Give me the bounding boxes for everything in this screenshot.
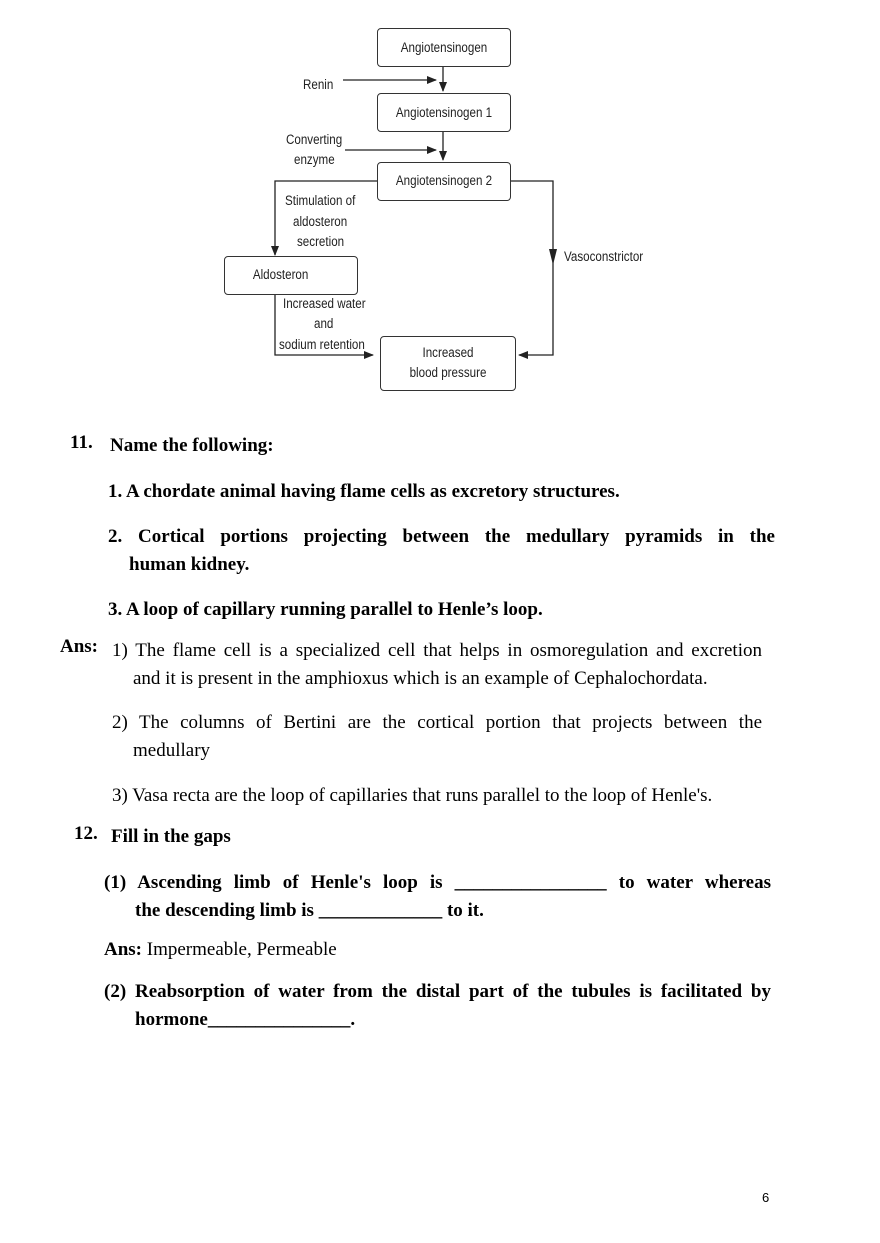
question-11-answer-1-cont: and it is present in the amphioxus which… xyxy=(133,668,708,689)
label-stimulation-1: Stimulation of xyxy=(285,193,356,208)
box-increased-blood-pressure: Increased blood pressure xyxy=(380,336,516,391)
question-11-answer-2-cont: medullary xyxy=(133,740,211,761)
label-retention-3: sodium retention xyxy=(279,337,365,352)
box-angiotensinogen-1: Angiotensinogen 1 xyxy=(377,93,511,132)
diagram-connectors xyxy=(271,67,557,359)
question-11-answer-label: Ans: xyxy=(60,636,99,657)
question-12-item-2-cont: hormone_______________. xyxy=(135,1009,356,1030)
label-stimulation-3: secretion xyxy=(297,234,345,249)
box-angiotensinogen: Angiotensinogen xyxy=(377,28,511,67)
question-11-item-3: 3. A loop of capillary running parallel … xyxy=(108,599,543,620)
question-11-item-2-cont: human kidney. xyxy=(129,554,250,575)
raas-flow-diagram: Angiotensinogen Angiotensinogen 1 Angiot… xyxy=(0,0,880,410)
label-vasoconstrictor: Vasoconstrictor xyxy=(564,249,644,264)
question-11-answer-3: 3) Vasa recta are the loop of capillarie… xyxy=(112,785,713,806)
label-converting-1: Converting xyxy=(286,132,343,147)
question-11-item-2: 2. Cortical portions projecting between … xyxy=(108,526,775,547)
question-12-answer-label: Ans: xyxy=(104,939,143,960)
arrow-aldosteron-to-bp xyxy=(274,294,374,359)
question-11-number: 11. xyxy=(70,432,93,453)
box-angiotensinogen-2: Angiotensinogen 2 xyxy=(377,162,511,201)
arrow-ag2-to-bp xyxy=(511,180,554,359)
arrow-vasoconstrictor-head xyxy=(549,249,557,265)
label-converting-2: enzyme xyxy=(294,152,335,167)
box-aldosteron: Aldosteron xyxy=(224,256,358,295)
question-11-answer-2: 2) The columns of Bertini are the cortic… xyxy=(112,712,762,733)
question-12-answer-1: Ans: Impermeable, Permeable xyxy=(104,936,337,964)
label-retention-1: Increased water xyxy=(283,296,366,311)
question-11-answer-1: 1) The flame cell is a specialized cell … xyxy=(112,640,762,661)
question-12-answer-text: Impermeable, Permeable xyxy=(142,939,337,960)
question-12-item-2: (2) Reabsorption of water from the dista… xyxy=(104,981,771,1002)
page-number: 6 xyxy=(762,1190,770,1205)
question-11-title: Name the following: xyxy=(110,435,274,456)
question-11-item-1: 1. A chordate animal having flame cells … xyxy=(108,481,620,502)
question-12-item-1: (1) Ascending limb of Henle's loop is __… xyxy=(104,872,771,893)
question-12-title: Fill in the gaps xyxy=(111,826,231,847)
label-stimulation-2: aldosteron xyxy=(293,214,348,229)
question-12-item-1-cont: the descending limb is _____________ to … xyxy=(135,900,484,921)
label-renin: Renin xyxy=(303,77,334,92)
arrow-ag2-to-aldosteron xyxy=(271,180,377,256)
label-retention-2: and xyxy=(314,316,334,331)
question-12-number: 12. xyxy=(74,823,98,844)
